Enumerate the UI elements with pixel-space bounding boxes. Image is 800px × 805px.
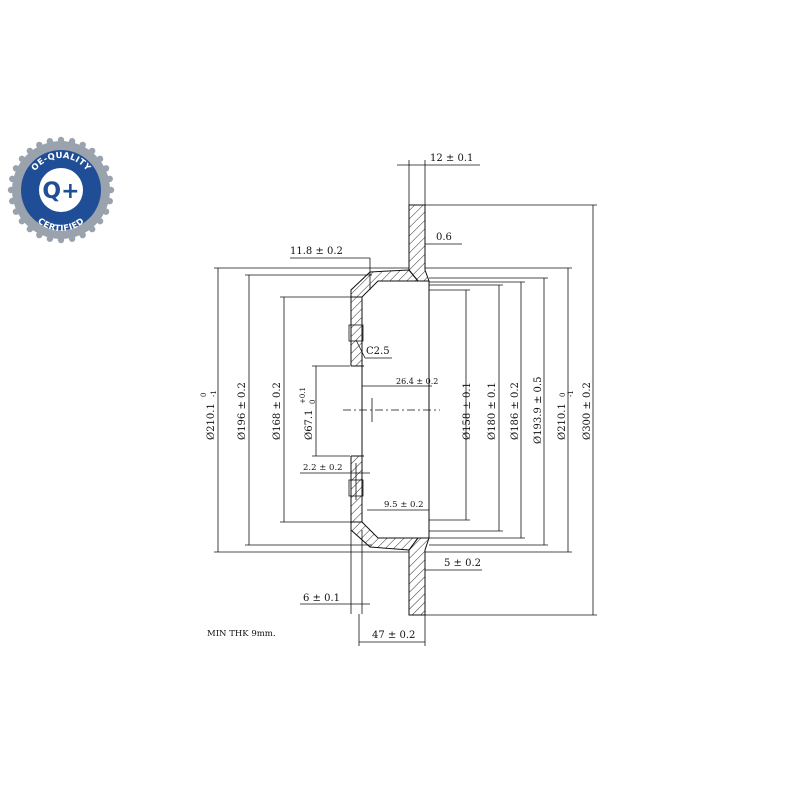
linear-dimension-lines: [290, 160, 482, 646]
badge-gear-tooth: [9, 197, 16, 205]
dia-168: Ø168 ± 0.2: [272, 382, 283, 440]
badge-gear-tooth: [88, 225, 96, 233]
badge-gear-tooth: [26, 225, 34, 233]
badge-gear-tooth: [46, 235, 54, 242]
dia-180: Ø180 ± 0.1: [487, 382, 498, 440]
dim-11-8: 11.8 ± 0.2: [290, 246, 343, 257]
dim-0-6: 0.6: [436, 232, 452, 243]
hat-neck-lower: [350, 521, 419, 551]
badge-gear-tooth: [26, 147, 34, 155]
extension-lines: [214, 204, 597, 616]
dim-c2-5: C2.5: [366, 346, 390, 357]
dia-210-1-right: Ø210.1: [557, 403, 568, 440]
dia-193-9: Ø193.9 ± 0.5: [533, 377, 544, 444]
dim-47: 47 ± 0.2: [372, 630, 415, 641]
badge-gear-tooth: [96, 155, 104, 163]
badge-gear-tooth: [68, 235, 76, 242]
dia-210-1-right-tol-lower: -1: [567, 390, 575, 397]
badge-gear-tooth: [18, 217, 26, 225]
disc-section: [348, 204, 430, 616]
hat-neck-upper: [350, 269, 420, 298]
dim-26-4: 26.4 ± 0.2: [396, 377, 438, 386]
centre-bore: [350, 366, 364, 456]
dia-67-1-tol-lower: 0: [309, 400, 317, 404]
dia-210-1-left: Ø210.1: [206, 403, 217, 440]
badge-gear-tooth: [46, 138, 54, 145]
min-thickness-note: MIN THK 9mm.: [207, 629, 276, 639]
dim-6: 6 ± 0.1: [303, 593, 340, 604]
dia-210-1-left-tol-upper: 0: [200, 393, 208, 397]
badge-center-text: Q+: [42, 179, 79, 204]
badge-gear-tooth: [7, 186, 15, 194]
dim-9-5: 9.5 ± 0.2: [384, 500, 424, 510]
badge-gear-tooth: [57, 136, 65, 144]
dia-300: Ø300 ± 0.2: [582, 382, 593, 440]
badge-gear-tooth: [36, 231, 43, 239]
dia-67-1-tol-upper: +0.1: [299, 387, 307, 404]
badge-gear-tooth: [102, 208, 110, 215]
badge-gear-tooth: [102, 165, 110, 172]
badge-gear-tooth: [12, 208, 20, 215]
badge-gear-tooth: [79, 141, 86, 149]
dim-2-2: 2.2 ± 0.2: [303, 463, 343, 473]
badge-gear-tooth: [106, 175, 113, 183]
badge-gear-tooth: [57, 236, 65, 244]
dia-158: Ø158 ± 0.1: [462, 382, 473, 440]
badge-gear-tooth: [68, 138, 76, 145]
dia-196: Ø196 ± 0.2: [237, 382, 248, 440]
dimension-labels: 12 ± 0.1 0.6 11.8 ± 0.2 C2.5 26.4 ± 0.2 …: [200, 153, 593, 641]
badge-gear-tooth: [36, 141, 43, 149]
badge-inner-disc: [39, 168, 83, 212]
friction-ring-upper: [408, 204, 430, 282]
friction-ring-lower: [408, 537, 430, 616]
badge-gear-tooth: [106, 197, 113, 205]
dia-67-1: Ø67.1: [304, 410, 315, 440]
dim-5: 5 ± 0.2: [444, 558, 481, 569]
dia-210-1-left-tol-lower: -1: [210, 390, 218, 397]
badge-gear-tooth: [18, 155, 26, 163]
badge-gear-tooth: [107, 186, 115, 194]
dia-186: Ø186 ± 0.2: [510, 382, 521, 440]
bolt-hole-upper: [348, 324, 364, 342]
dim-12: 12 ± 0.1: [430, 153, 473, 164]
badge-gear-tooth: [96, 217, 104, 225]
badge-gear-tooth: [12, 165, 20, 172]
badge-gear-tooth: [79, 231, 86, 239]
badge-gear-tooth: [88, 147, 96, 155]
badge-gear-tooth: [9, 175, 16, 183]
diameter-lines: [217, 205, 594, 615]
dia-210-1-right-tol-upper: 0: [559, 393, 567, 397]
quality-badge: Q+ OE-QUALITY CERTIFIED: [7, 136, 115, 244]
badge-gear-teeth: [7, 136, 115, 244]
